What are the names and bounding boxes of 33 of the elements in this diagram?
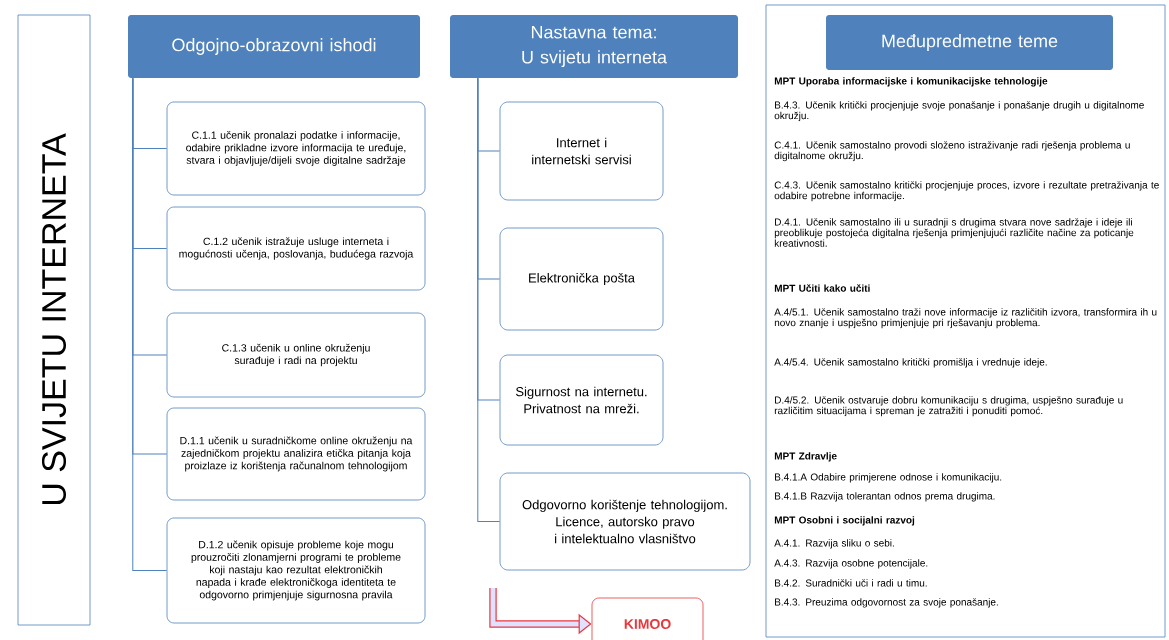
- connector-line: [477, 77, 501, 522]
- outcome-text: A.4/5.1. Učenik samostalno traži nove informacije iz različitih izvora, transformira ih u novo znanje i uspješno primjenjuje pri rješavanju problema.: [774, 308, 1157, 329]
- outcome-text: A.4.1. Razvija sliku o sebi.: [774, 539, 894, 549]
- outcome-box: D.1.1 učenik u suradničkome online okruženju na zajedničkom projektu analizira etička pitanja koja proizlaze iz korištenja računalnom tehnologijom: [166, 407, 426, 501]
- outcome-box: C.1.1 učenik pronalazi podatke i informacije, odabire prikladne izvore informacija te uređuje, stvara i objavljuje/dijeli svoje digitalne sadržaje: [166, 101, 426, 196]
- outcome-text: C.4.1. Učenik samostalno provodi složeno istraživanje radi rješenja problema u digitalnome okružju.: [774, 141, 1130, 162]
- outcome-text: D.4.1. Učenik samostalno ili u suradnji s drugima stvara nove sadržaje i ideje ili preoblikuje postojeća digitalna rješenja primjenjujući različite načine za poticanje kreativnosti.: [774, 218, 1134, 247]
- outcome-text: B.4.1.B Razvija tolerantan odnos prema drugima.: [775, 492, 995, 502]
- section-heading: MPT Zdravlje: [774, 452, 837, 462]
- header-box: Odgojno-obrazovni ishodi: [128, 15, 420, 78]
- outcome-text: C.4.3. Učenik samostalno kritički procjenjuje proces, izvore i rezultate pretraživanja te odabire potrebne informacije.: [774, 181, 1159, 202]
- section-heading: MPT Učiti kako učiti: [774, 284, 870, 292]
- header-box: Nastavna tema: U svijetu interneta: [450, 15, 738, 78]
- outcome-text: A.4.3. Razvija osobne potencijale.: [774, 559, 928, 569]
- link-box: KIMOO: [591, 597, 704, 640]
- topic-box: Odgovorno korištenje tehnologijom. Licence, autorsko pravo i intelektualno vlasništvo: [499, 472, 751, 571]
- outcome-text: B.4.2. Suradnički uči i radi u timu.: [775, 579, 927, 587]
- section-heading: MPT Osobni i socijalni razvoj: [774, 516, 915, 526]
- topic-box: Internet i internetski servisi: [499, 101, 664, 201]
- outcome-box: C.1.2 učenik istražuje usluge interneta i mogućnosti učenja, poslovanja, budućega razvoja: [166, 206, 426, 291]
- title-box: U SVIJETU INTERNETA: [17, 14, 91, 626]
- section-heading: MPT Uporaba informacijske i komunikacijske tehnologije: [774, 77, 1048, 87]
- outcome-text: D.4/5.2. Učenik ostvaruje dobru komunikaciju s drugima, uspješno surađuje u različitim situacijama i spreman je zatražiti i ponuditi pomoć.: [774, 396, 1123, 417]
- topic-box: Elektronička pošta: [499, 227, 664, 331]
- topic-box: Sigurnost na internetu. Privatnost na mreži.: [499, 354, 664, 446]
- outcome-box: C.1.3 učenik u online okruženju surađuje i radi na projektu: [166, 312, 426, 398]
- connector-line: [132, 77, 168, 571]
- outcome-text: A.4/5.4. Učenik samostalno kritički promišlja i vrednuje ideje.: [774, 358, 1047, 368]
- outcome-text: B.4.3. Preuzima odgovornost za svoje ponašanje.: [775, 598, 998, 608]
- outcome-box: D.1.2 učenik opisuje probleme koje mogu prouzročiti zlonamjerni programi te probleme koji nastaju kao rezultat elektroničkih napada i krađe elektroničkoga identiteta te odgovorno primjenjuje sigurnosna pravila: [166, 517, 426, 624]
- outcome-text: B.4.1.A Odabire primjerene odnose i komunikaciju.: [775, 473, 1002, 483]
- header-box: Međupredmetne teme: [826, 15, 1113, 70]
- outcome-text: B.4.3. Učenik kritički procjenjuje svoje ponašanje i ponašanje drugih u digitalnome okružju.: [774, 101, 1144, 122]
